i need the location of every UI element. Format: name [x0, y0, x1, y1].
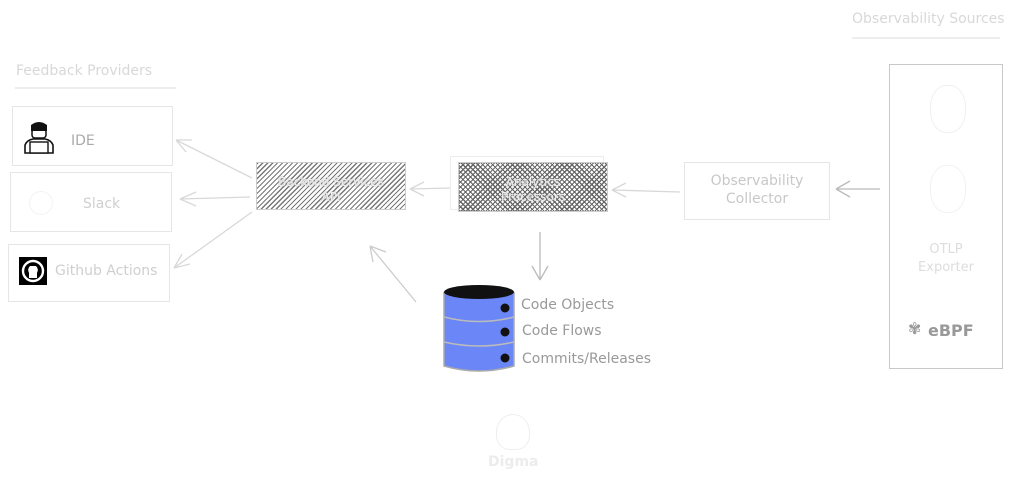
digma-logo-icon: [496, 414, 530, 450]
ebpf-logo: eBPF: [928, 321, 974, 340]
collector-line1: Observability: [710, 173, 804, 189]
developer-icon: [24, 122, 54, 154]
provider-label: IDE: [71, 133, 95, 149]
observability-sources-heading: Observability Sources: [852, 11, 1005, 27]
exporter-line1: OTLP: [929, 242, 963, 257]
github-icon: [19, 257, 47, 285]
digma-logo-text: Digma: [488, 454, 539, 470]
database-icon: [443, 285, 515, 372]
observability-sources-box[interactable]: OTLP Exporter ✾ eBPF: [889, 64, 1003, 369]
provider-github-actions[interactable]: Github Actions: [8, 244, 170, 302]
collector-line2: Collector: [725, 191, 789, 207]
analytics-line2: Processors: [500, 190, 566, 204]
db-item-code-flows: Code Flows: [522, 323, 602, 339]
feedback-providers-heading: Feedback Providers: [16, 63, 153, 79]
exporter-line2: Exporter: [918, 260, 974, 275]
db-item-commits-releases: Commits/Releases: [522, 351, 652, 367]
slack-icon: [29, 191, 53, 215]
source-logo-icon: [930, 165, 966, 213]
bee-icon: ✾: [908, 319, 922, 338]
source-logo-icon: [930, 85, 966, 133]
provider-label: Github Actions: [55, 263, 158, 279]
analytics-line1: Analytics: [505, 175, 561, 189]
api-box-line2: API: [321, 190, 341, 204]
provider-label: Slack: [83, 196, 121, 212]
provider-slack[interactable]: Slack: [10, 172, 172, 232]
provider-ide[interactable]: IDE: [12, 106, 173, 166]
db-item-code-objects: Code Objects: [521, 297, 615, 313]
api-box-line1: Backend Services: [278, 175, 384, 189]
